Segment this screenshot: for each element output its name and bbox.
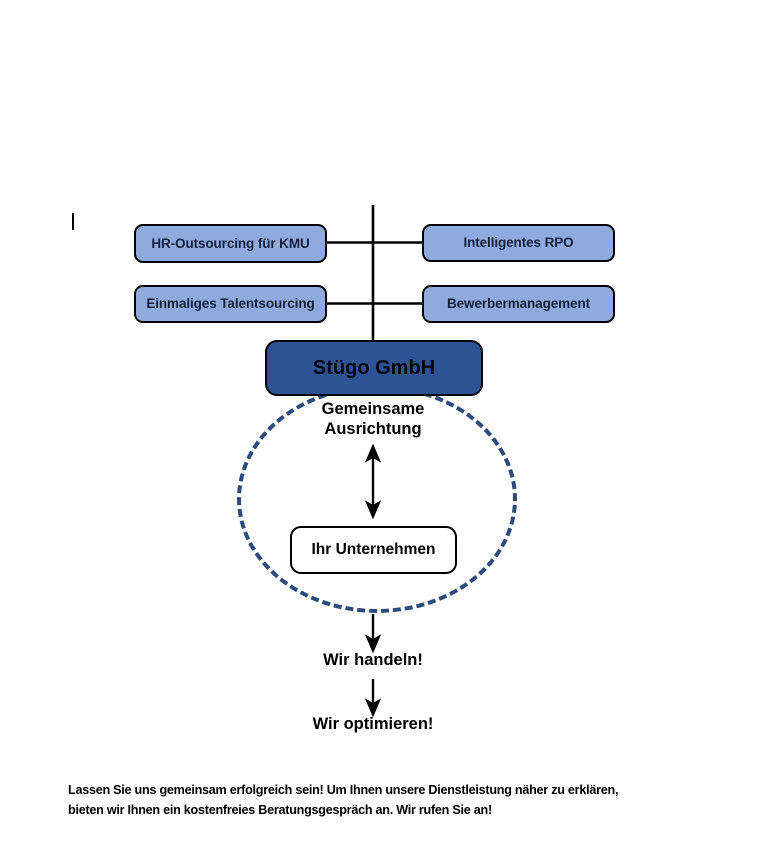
service-box-hr-outsourcing-label: HR-Outsourcing für KMU: [151, 235, 310, 251]
alignment-label-line1: Gemeinsame: [321, 400, 425, 418]
company-box-label: Stügo GmbH: [312, 356, 436, 379]
step-label-wir-handeln: Wir handeln!: [323, 651, 423, 669]
service-box-bewerbermanagement[interactable]: Bewerbermanagement: [422, 285, 615, 323]
service-box-hr-outsourcing[interactable]: HR-Outsourcing für KMU: [134, 224, 327, 263]
service-box-intelligentes-rpo[interactable]: Intelligentes RPO: [422, 224, 615, 262]
service-box-bewerbermanagement-label: Bewerbermanagement: [446, 296, 590, 312]
footer-line-1: Lassen Sie uns gemeinsam erfolgreich sei…: [68, 783, 619, 797]
service-box-einmaliges-talentsourcing-label: Einmaliges Talentsourcing: [146, 296, 315, 312]
footer-line-2: bieten wir Ihnen ein kostenfreies Beratu…: [68, 803, 492, 818]
step-label-wir-optimieren: Wir optimieren!: [312, 715, 434, 733]
customer-box-label: Ihr Unternehmen: [311, 541, 436, 559]
text-cursor-caret: [72, 213, 74, 230]
service-box-intelligentes-rpo-label: Intelligentes RPO: [463, 235, 574, 251]
service-box-einmaliges-talentsourcing[interactable]: Einmaliges Talentsourcing: [134, 285, 327, 323]
customer-box-ihr-unternehmen[interactable]: Ihr Unternehmen: [290, 526, 457, 574]
alignment-label-line2: Ausrichtung: [324, 420, 422, 439]
alignment-label: Gemeinsame Ausrichtung: [281, 399, 465, 439]
footer-call-to-action: Lassen Sie uns gemeinsam erfolgreich sei…: [68, 780, 678, 821]
company-box-stuego-gmbh[interactable]: Stügo GmbH: [265, 340, 483, 396]
